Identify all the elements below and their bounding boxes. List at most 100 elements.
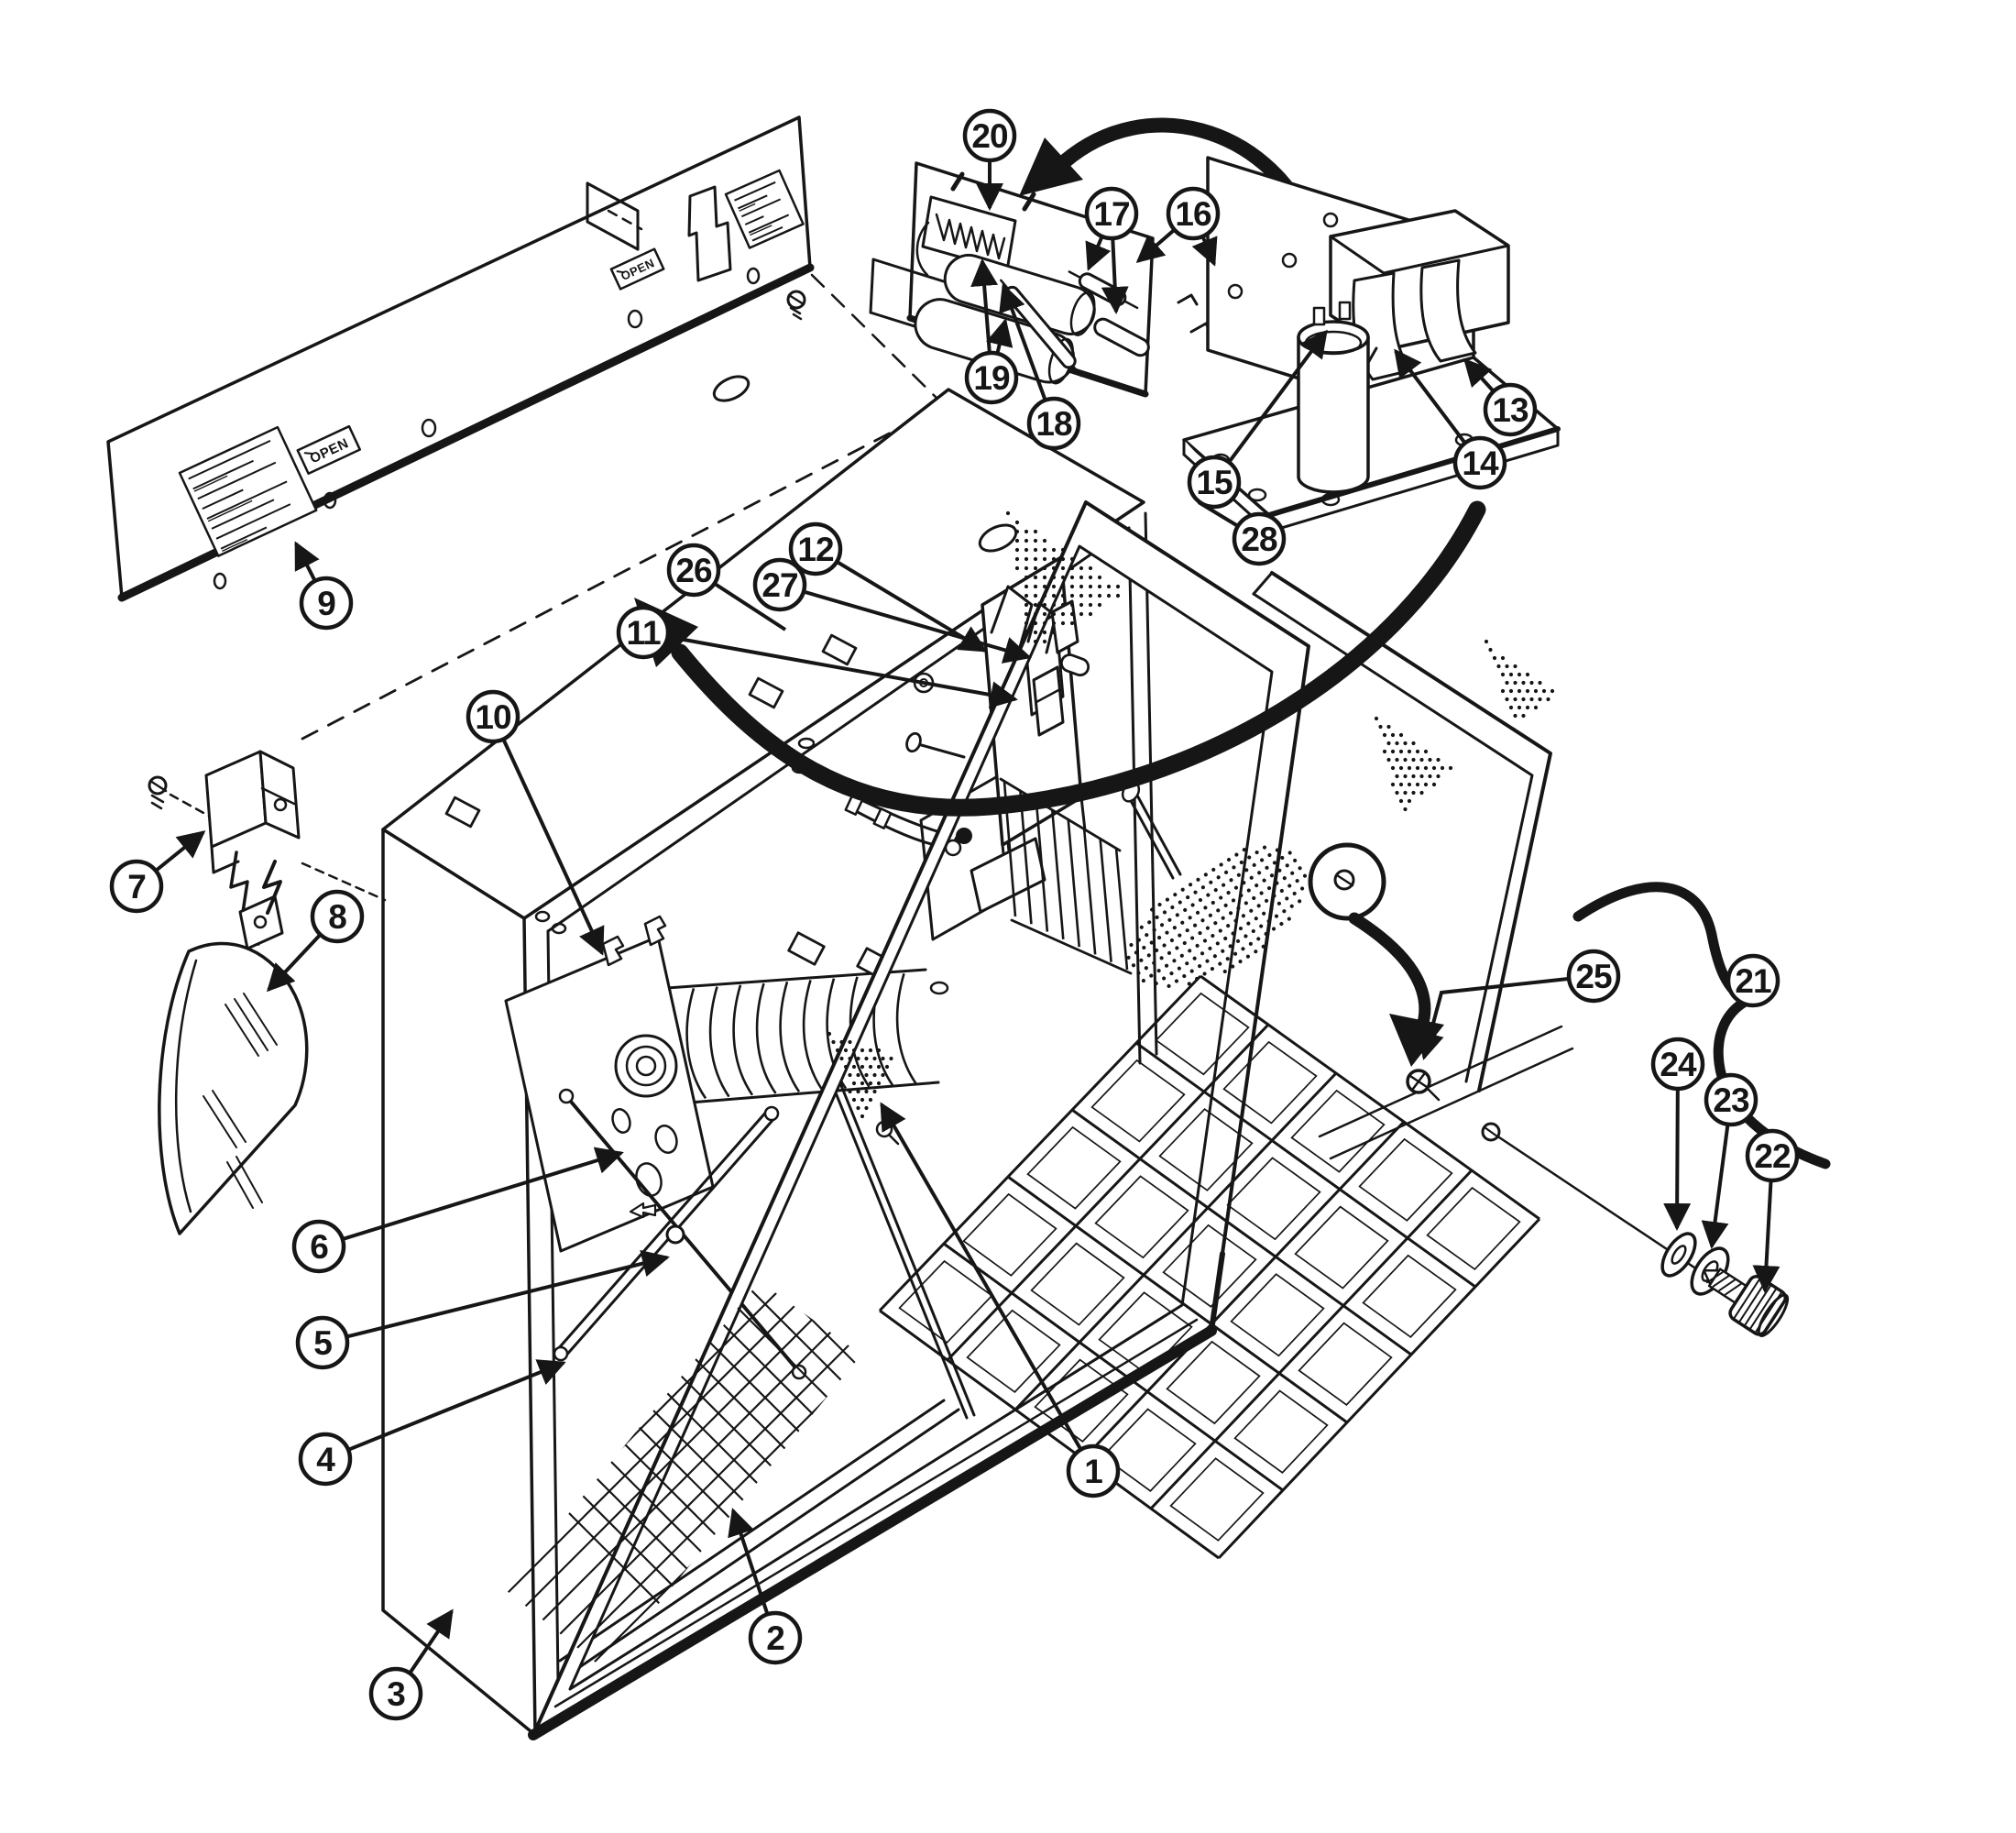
leader-line — [1417, 974, 1594, 1060]
callout-circle — [962, 108, 1017, 163]
callout-number: 18 — [1035, 405, 1072, 443]
callout-number: 25 — [1575, 958, 1612, 995]
callout-26: 26 — [666, 543, 787, 631]
callout-number: 15 — [1196, 464, 1233, 501]
callout-number: 2 — [766, 1619, 784, 1657]
callout-12: 12 — [788, 521, 988, 653]
callout-20: 20 — [962, 108, 1017, 211]
callout-8: 8 — [266, 889, 365, 993]
callout-number: 11 — [626, 614, 661, 652]
callout-25: 25 — [1417, 949, 1621, 1060]
fastener-pointer-arrow — [1348, 912, 1444, 1067]
callout-24: 24 — [1650, 1037, 1705, 1231]
callout-number: 3 — [387, 1675, 405, 1713]
callout-circle — [1726, 953, 1780, 1008]
callout-number: 4 — [316, 1441, 335, 1478]
callout-number: 8 — [328, 898, 346, 936]
group-brace — [1572, 882, 1831, 1169]
callout-11: 11 — [616, 605, 1018, 708]
callout-15: 15 — [1187, 329, 1328, 510]
callout-2: 2 — [728, 1508, 803, 1665]
callout-circle — [295, 1315, 350, 1370]
callout-6: 6 — [291, 1147, 624, 1274]
outer-door-panel — [1252, 571, 1555, 1092]
callout-23: 23 — [1701, 1072, 1759, 1249]
spec-label — [724, 169, 805, 249]
diode-2 — [1093, 317, 1150, 357]
hv-capacitor — [1297, 301, 1370, 494]
callout-5: 5 — [295, 1249, 670, 1370]
callout-circle — [1187, 455, 1242, 510]
callout-number: 6 — [310, 1228, 328, 1266]
callout-circle — [752, 557, 807, 612]
callout-7: 7 — [109, 830, 206, 914]
callout-circle — [310, 889, 365, 944]
callout-number: 19 — [973, 359, 1010, 397]
callout-number: 10 — [475, 698, 511, 736]
callout-number: 7 — [127, 868, 146, 906]
panel-mounting-tab — [586, 181, 643, 251]
callout-circle — [1084, 186, 1139, 241]
callout-13: 13 — [1463, 357, 1538, 437]
callout-circle — [788, 521, 843, 576]
callout-21: 21 — [1726, 953, 1780, 1008]
cabinet-left-face — [381, 828, 537, 1737]
callout-number: 12 — [797, 531, 834, 568]
callout-number: 13 — [1492, 391, 1528, 429]
control-bracket — [504, 935, 715, 1253]
callout-19: 19 — [964, 258, 1019, 405]
leader-line — [322, 1249, 670, 1345]
callout-number: 1 — [1084, 1453, 1102, 1490]
callout-circle — [1166, 186, 1221, 241]
glass-shield — [158, 941, 309, 1235]
callout-number: 22 — [1754, 1137, 1791, 1175]
callout-14: 14 — [1394, 348, 1507, 490]
fastener-set — [1481, 1122, 1790, 1337]
keyhole-cutout — [687, 185, 732, 282]
callout-circle — [964, 350, 1019, 405]
callout-circle — [748, 1610, 803, 1665]
callout-number: 28 — [1241, 521, 1277, 558]
cabinet — [301, 375, 1158, 1737]
callout-18: 18 — [999, 283, 1081, 451]
callout-circle — [299, 576, 354, 631]
grille-screw-25 — [1406, 1069, 1441, 1102]
leader-line — [1663, 1063, 1692, 1231]
callout-circle — [298, 1432, 353, 1487]
callout-circle — [1745, 1128, 1800, 1183]
leader-line — [491, 716, 605, 956]
callout-3: 3 — [368, 1608, 454, 1721]
leader-line — [779, 583, 1032, 664]
callout-circle — [666, 543, 721, 598]
open-label-1: OPEN — [296, 424, 362, 476]
door-prop-rod — [827, 1072, 976, 1420]
callout-17: 17 — [1084, 186, 1139, 314]
callout-circle — [1704, 1072, 1759, 1127]
ratings-label — [178, 425, 318, 557]
callout-number: 14 — [1462, 445, 1499, 482]
callout-circle — [616, 605, 671, 660]
callout-10: 10 — [466, 689, 605, 956]
callout-circle — [109, 859, 164, 914]
callout-number: 21 — [1735, 962, 1771, 1000]
callout-circle — [1232, 511, 1287, 566]
callout-number: 26 — [675, 552, 712, 589]
callout-circle — [1026, 396, 1081, 451]
leader-line — [318, 1147, 624, 1248]
callout-22: 22 — [1745, 1128, 1800, 1293]
callout-circle — [291, 1219, 346, 1274]
callout-27: 27 — [752, 557, 1032, 664]
leader-line — [642, 631, 1018, 708]
heatsink-fins — [639, 972, 917, 1103]
latch-bracket — [148, 750, 387, 950]
panel-screw — [786, 290, 806, 321]
washer-24 — [1660, 1232, 1697, 1278]
callout-28: 28 — [1197, 500, 1287, 566]
leader-line — [1212, 329, 1328, 484]
callout-circle — [368, 1666, 423, 1721]
callout-9: 9 — [294, 541, 354, 631]
callout-1: 1 — [880, 1102, 1121, 1498]
pcb-assembly — [869, 161, 1213, 398]
